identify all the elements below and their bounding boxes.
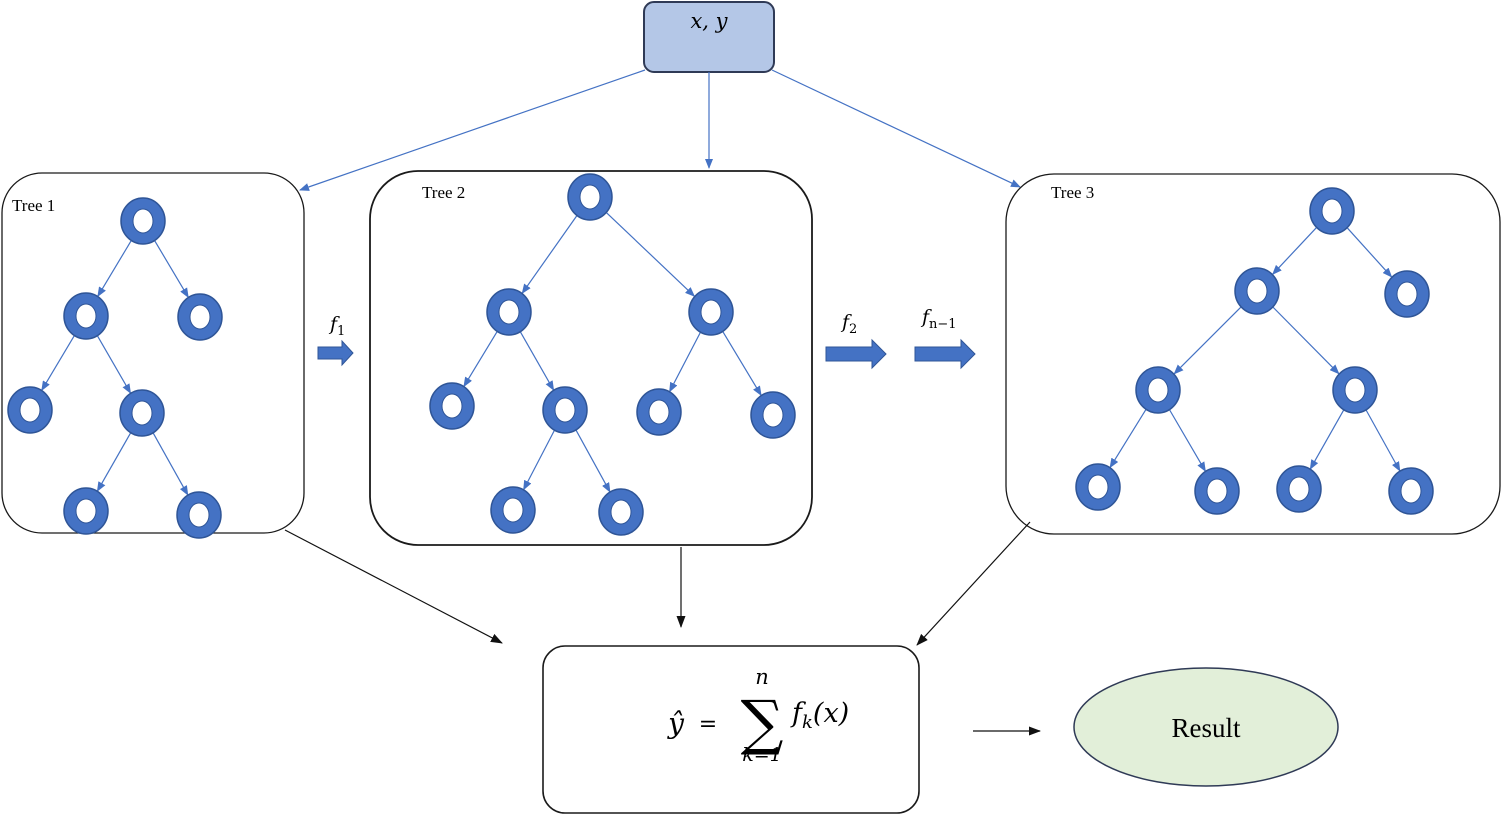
tree3-node	[1276, 465, 1322, 513]
input-box: x, y	[643, 1, 775, 73]
tree3-node	[1194, 467, 1240, 515]
f1-label: f1	[328, 313, 345, 339]
result-label: Result	[1171, 713, 1241, 743]
tree2-edge	[523, 429, 556, 491]
tree1-node	[177, 293, 223, 341]
result-node: Result	[1073, 667, 1339, 787]
tree2-node	[486, 288, 532, 336]
tree1-node	[63, 292, 109, 340]
tree2-box	[369, 170, 813, 546]
tree3-edge	[1309, 408, 1345, 470]
fn1-group: fn−1	[914, 306, 976, 370]
tree1-edge	[96, 431, 132, 492]
tree1-edge	[97, 239, 133, 298]
formula-sum: ∑	[741, 688, 784, 758]
tree2-node	[490, 486, 536, 534]
tree2-node	[688, 288, 734, 336]
tree2-node	[567, 173, 613, 221]
tree1-to-formula-arrow	[284, 529, 503, 644]
tree3-node	[1234, 267, 1280, 315]
formula-term: fk(x)	[790, 698, 849, 733]
tree3-edge	[1168, 408, 1206, 473]
tree2-node	[429, 382, 475, 430]
tree1-node	[63, 487, 109, 535]
tree3-node	[1388, 467, 1434, 515]
input-arrows	[299, 69, 1021, 191]
f2-arrow	[825, 338, 887, 370]
formula-lhs: ŷ	[666, 707, 685, 740]
tree2-edge	[721, 330, 762, 397]
tree2-edge	[669, 331, 702, 393]
formula-upper: n	[755, 665, 769, 689]
tree1-label: Tree 1	[12, 196, 55, 215]
tree2-edge	[521, 214, 578, 295]
tree3-node	[1309, 187, 1355, 235]
tree3-node	[1384, 270, 1430, 318]
f2-group: f2	[825, 311, 887, 370]
tree1-node	[120, 197, 166, 245]
tree3-node	[1332, 366, 1378, 414]
tree2-edge	[575, 428, 611, 493]
fn1-arrow	[914, 338, 976, 370]
output-arrows	[284, 521, 1041, 736]
tree-edges	[41, 211, 1401, 496]
f1-group: f1	[317, 313, 354, 367]
tree2-node	[598, 488, 644, 536]
tree2-node	[636, 388, 682, 436]
fn1-label: fn−1	[920, 306, 957, 332]
tree-nodes	[7, 173, 1434, 539]
input-label: x, y	[690, 9, 728, 33]
tree3-label: Tree 3	[1051, 183, 1094, 202]
formula-lower: k=1	[742, 744, 782, 766]
tree1-edge	[153, 239, 189, 299]
input-to-tree3-arrow	[771, 69, 1021, 188]
f2-label: f2	[840, 311, 857, 337]
tree2-label: Tree 2	[422, 183, 465, 202]
tree3-edge	[1272, 226, 1318, 275]
formula-box: ŷ = n ∑ k=1 fk(x)	[542, 645, 920, 814]
f1-arrow	[317, 339, 354, 367]
tree2-edge	[519, 330, 555, 391]
tree3-edge	[1173, 306, 1242, 375]
tree1-node	[176, 491, 222, 539]
tree1-node	[119, 389, 165, 437]
tree3-edge	[1109, 408, 1147, 469]
tree3-to-formula-arrow	[916, 521, 1031, 646]
tree2-edge	[463, 330, 499, 388]
tree1-node	[7, 386, 53, 434]
tree1-edge	[96, 334, 132, 394]
tree1-edge	[41, 334, 76, 392]
tree2-edge	[605, 211, 696, 297]
tree3-edge	[1365, 408, 1401, 472]
tree2-node	[750, 391, 796, 439]
tree3-box	[1005, 173, 1501, 535]
tree3-node	[1135, 366, 1181, 414]
tree3-node	[1075, 463, 1121, 511]
tree1-box	[1, 172, 305, 534]
tree3-edge	[1346, 226, 1393, 278]
tree1-edge	[152, 431, 189, 496]
tree3-edge	[1272, 306, 1340, 375]
input-to-tree1-arrow	[299, 69, 646, 191]
formula-equals: =	[699, 712, 717, 737]
tree2-node	[542, 386, 588, 434]
